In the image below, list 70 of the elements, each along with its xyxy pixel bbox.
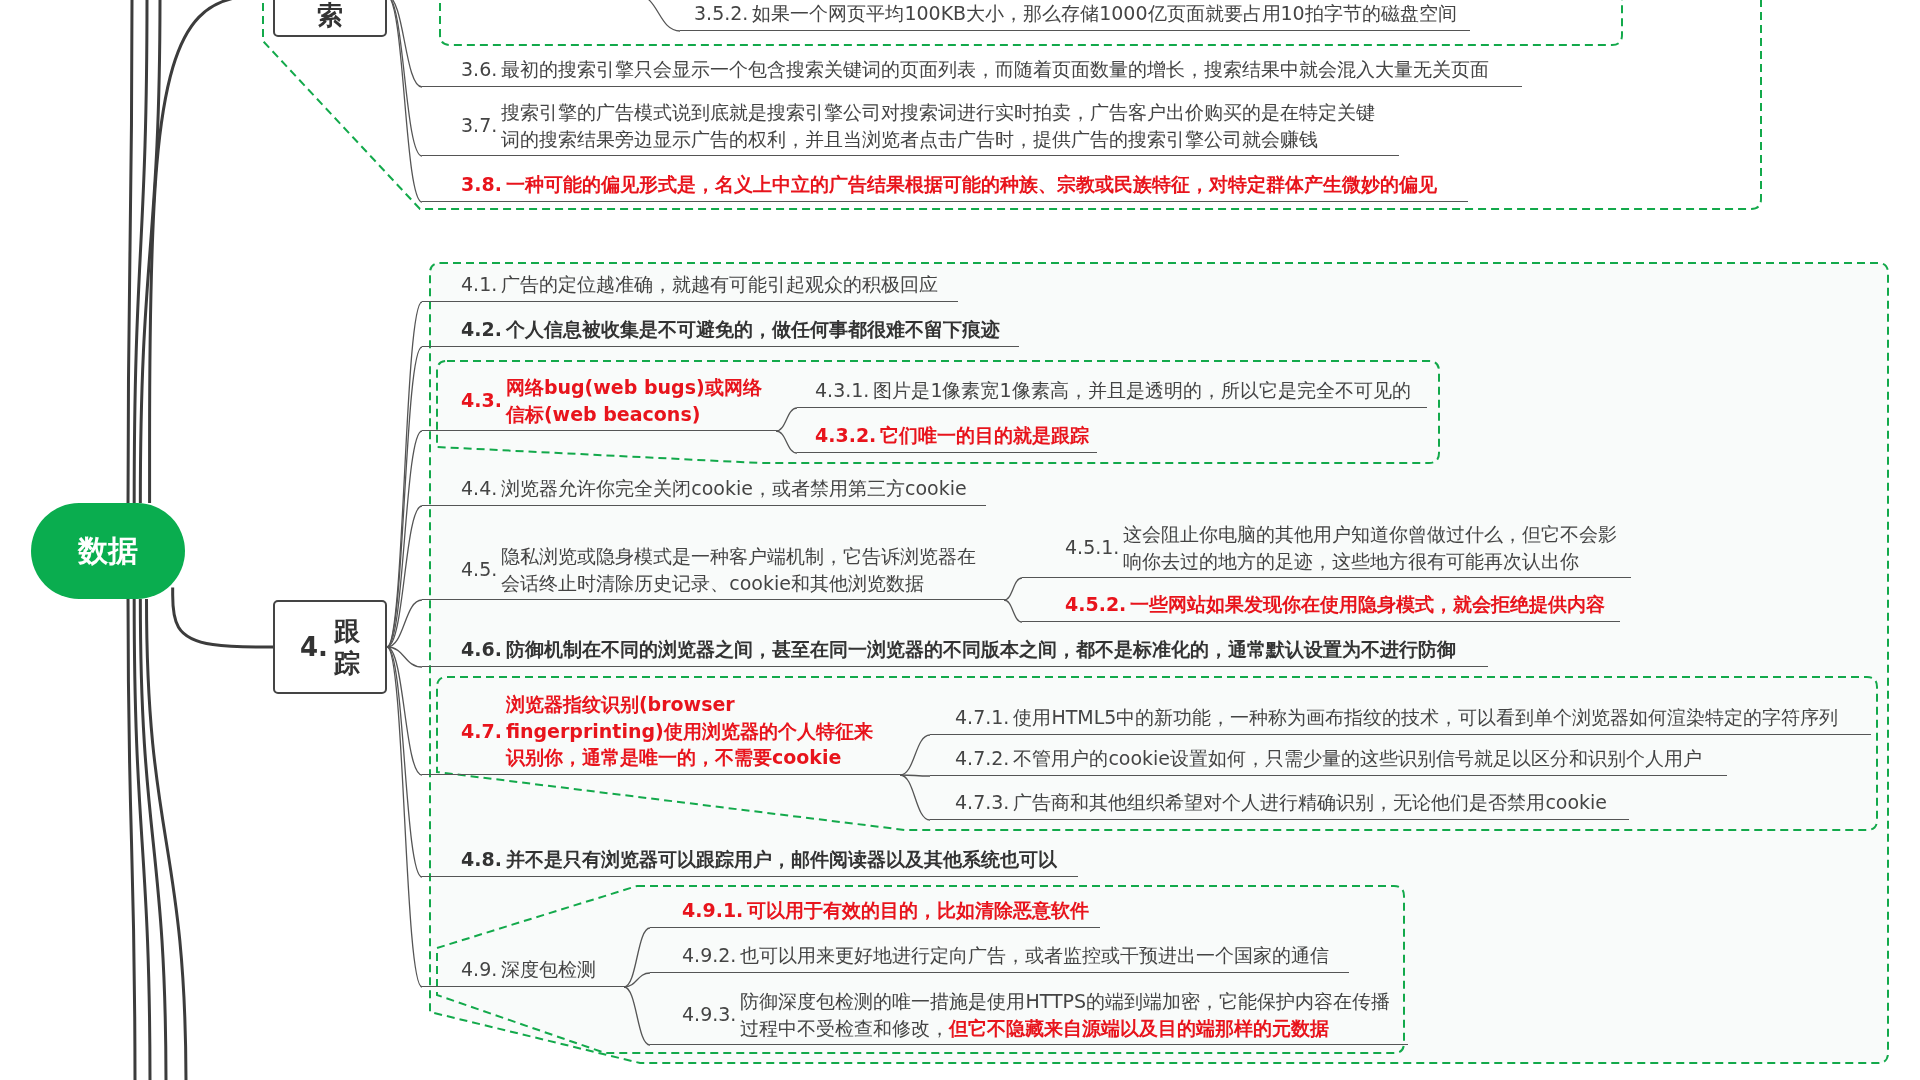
topic-number: 3.5.2. — [694, 1, 749, 26]
branch-line — [775, 407, 798, 432]
branch-line — [775, 430, 798, 454]
branch-line — [132, 599, 152, 1080]
topic-number: 4.7.2. — [955, 746, 1010, 771]
topic-number: 4.8. — [461, 847, 502, 872]
branch-line — [1003, 599, 1023, 623]
topic-text: 网络bug(web bugs)或网络信标(web beacons) — [505, 375, 763, 427]
topic-number: 4.3.1. — [815, 378, 870, 403]
topic-number: 4.9. — [461, 957, 498, 982]
topic-text: 使用HTML5中的新功能，一种称为画布指纹的技术，可以看到单个浏览器如何渲染特定的字符序列 — [1013, 705, 1839, 730]
topic-text: 最初的搜索引擎只会显示一个包含搜索关键词的页面列表，而随着页面数量的增长，搜索结果中就会混入大量无关页面 — [501, 57, 1490, 82]
topic-text: 防御深度包检测的唯一措施是使用HTTPS的端到端加密，它能保护内容在传播过程中不受检查和修改，但它不隐藏来自源端以及目的端那样的元数据 — [740, 989, 1392, 1041]
topic-number: 4.5.2. — [1065, 592, 1127, 617]
branch-line — [171, 587, 273, 649]
topic-number: 3.8. — [461, 172, 502, 197]
topic-text: 深度包检测 — [501, 957, 597, 982]
branch-line — [386, 646, 423, 878]
branch-line — [899, 774, 931, 777]
topic-text: 不管用户的cookie设置如何，只需少量的这些识别信号就足以区分和识别个人用户 — [1013, 746, 1703, 771]
topic-text: 一种可能的偏见形式是，名义上中立的广告结果根据可能的种族、宗教或民族特征，对特定群体产生微妙的偏见 — [505, 172, 1437, 197]
branch-line — [145, 598, 188, 1080]
branch-line — [132, 0, 149, 503]
topic-number: 4.5.1. — [1065, 535, 1120, 561]
topic-text: 一些网站如果发现你在使用隐身模式，就会拒绝提供内容 — [1130, 592, 1606, 617]
topic-text: 这会阻止你电脑的其他用户知道你曾做过什么，但它不会影响你去过的地方的足迹，这些地方很有可能再次认出你 — [1123, 522, 1619, 574]
topic-number: 4.7.1. — [955, 705, 1010, 730]
topic-number: 4.1. — [461, 272, 498, 297]
topic-number: 4.5. — [461, 557, 498, 583]
topic-number: 3.7. — [461, 113, 498, 139]
branch-line — [126, 599, 137, 1080]
branch-line — [386, 646, 423, 668]
branch-line — [126, 0, 134, 503]
topic-number: 4.4. — [461, 476, 498, 501]
topic-text: 广告的定位越准确，就越有可能引起观众的积极回应 — [501, 272, 939, 297]
topic-text: 并不是只有浏览器可以跟踪用户，邮件阅读器以及其他系统也可以 — [505, 847, 1057, 872]
topic-text: 隐私浏览或隐身模式是一种客户端机制，它告诉浏览器在会话终止时清除历史记录、cookie和其他浏览数据 — [501, 544, 978, 596]
topic-number: 4.9.3. — [682, 1002, 737, 1028]
topic-text: 它们唯一的目的就是跟踪 — [880, 423, 1090, 448]
topic-text: 个人信息被收集是不可避免的，做任何事都很难不留下痕迹 — [505, 317, 1000, 342]
topic-text: 可以用于有效的目的，比如清除恶意软件 — [747, 898, 1090, 923]
topic-text: 数据 — [78, 531, 138, 570]
branch-line — [386, 646, 423, 988]
branch-line — [138, 0, 162, 503]
topic-text: 也可以用来更好地进行定向广告，或者监控或干预进出一个国家的通信 — [740, 943, 1330, 968]
topic-text: 浏览器指纹识别(browser fingerprinting)使用浏览器的个人特征来识别你，通常是唯一的，不需要cookie — [505, 692, 874, 771]
topic-number: 3.6. — [461, 57, 498, 82]
branch-line — [623, 927, 651, 988]
topic-number: 4.9.2. — [682, 943, 737, 968]
topic-number: 4.3. — [461, 388, 502, 414]
topic-number: 4.7. — [461, 718, 502, 744]
topic-text: 图片是1像素宽1像素高，并且是透明的，所以它是完全不可见的 — [873, 378, 1411, 403]
branch-line — [138, 599, 168, 1080]
branch-line — [1003, 577, 1023, 601]
topic-text: 防御机制在不同的浏览器之间，甚至在同一浏览器的不同版本之间，都不是标准化的，通常默认设置为不进行防御 — [505, 637, 1456, 662]
topic-text: 如果一个网页平均100KB大小，那么存储1000亿页面就要占用10拍字节的磁盘空间 — [752, 1, 1457, 26]
topic-number: 4.3.2. — [815, 423, 877, 448]
main-topic-box — [273, 600, 387, 694]
topic-text: 索 — [317, 0, 343, 31]
topic-text: 浏览器允许你完全关闭cookie，或者禁用第三方cookie — [501, 476, 967, 501]
topic-text: 广告商和其他组织希望对个人进行精确识别，无论他们是否禁用cookie — [1013, 790, 1608, 815]
topic-number: 4.9.1. — [682, 898, 744, 923]
topic-number: 4.7.3. — [955, 790, 1010, 815]
topic-text: 跟踪 — [334, 614, 360, 680]
topic-number: 4.2. — [461, 317, 502, 342]
topic-text: 搜索引擎的广告模式说到底就是搜索引擎公司对搜索词进行实时拍卖，广告客户出价购买的是在特定关键词的搜索结果旁边显示广告的权利，并且当浏览者点击广告时，提供广告的搜索引擎公司就会赚钱 — [501, 100, 1377, 152]
topic-number: 4. — [300, 632, 328, 662]
branch-line — [623, 972, 651, 988]
branch-line — [386, 599, 423, 648]
topic-number: 4.6. — [461, 637, 502, 662]
